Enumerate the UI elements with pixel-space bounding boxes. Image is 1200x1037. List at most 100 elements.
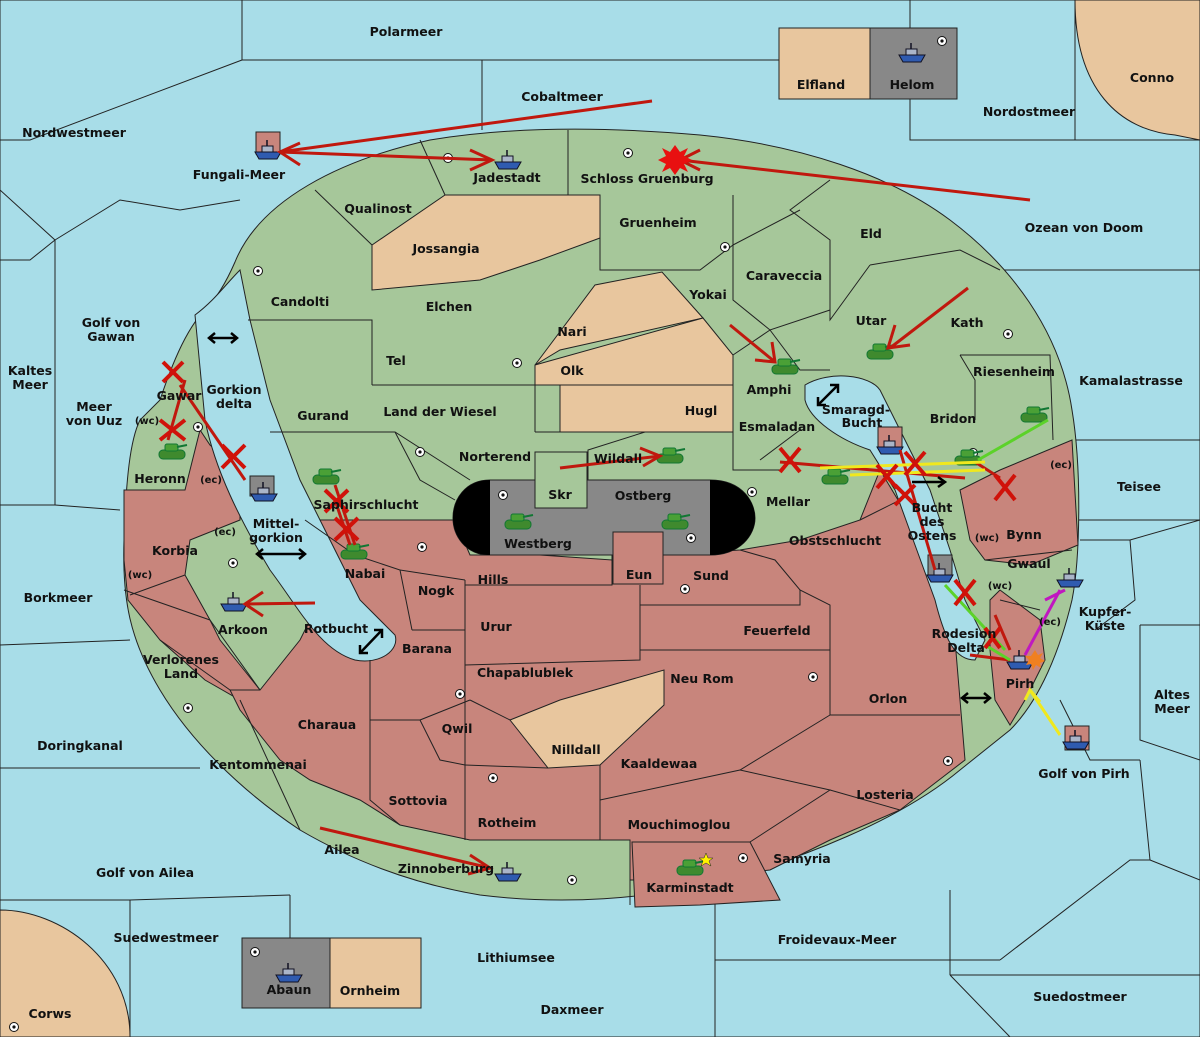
- sea-label-golf-pirh: Golf von Pirh: [1038, 766, 1129, 781]
- mountain-east-cap: [710, 480, 755, 555]
- sea-label-ozean: Ozean von Doom: [1025, 220, 1144, 235]
- territory-eun[interactable]: [612, 531, 664, 585]
- label-obstschlucht: Obstschlucht: [789, 533, 881, 548]
- label-neu-rom: Neu Rom: [670, 671, 733, 686]
- label-nabai: Nabai: [345, 566, 386, 581]
- burst-small-icon: [1025, 650, 1045, 670]
- sea-label-nordwestmeer: Nordwestmeer: [22, 125, 127, 140]
- sea-label-lithiumsee: Lithiumsee: [477, 950, 555, 965]
- label-jossangia: Jossangia: [411, 241, 479, 256]
- label-zinnoberburg: Zinnoberburg: [398, 861, 494, 876]
- sea-mittelgorkion[interactable]: [194, 268, 397, 662]
- label-wildall: Wildall: [594, 451, 642, 466]
- label-karminstadt: Karminstadt: [646, 880, 733, 895]
- sea-labels: Polarmeer Cobaltmeer Nordwestmeer Nordos…: [8, 24, 1191, 1021]
- sea-label-borkmeer: Borkmeer: [24, 590, 94, 605]
- sea-label-teisee: Teisee: [1117, 479, 1161, 494]
- label-kentommenai: Kentommenai: [209, 757, 307, 772]
- sea-label-froidevaux: Froidevaux-Meer: [778, 932, 897, 947]
- label-rotheim: Rotheim: [478, 815, 537, 830]
- label-mellar: Mellar: [766, 494, 811, 509]
- coast-tag: (ec): [1050, 460, 1072, 471]
- sea-label-suedwestmeer: Suedwestmeer: [114, 930, 220, 945]
- label-helom: Helom: [890, 77, 935, 92]
- region-west-red: [123, 428, 261, 701]
- territory-hugl[interactable]: [559, 384, 734, 433]
- label-losteria: Losteria: [856, 787, 913, 802]
- label-eld: Eld: [860, 226, 882, 241]
- sea-label-suedostmeer: Suedostmeer: [1033, 989, 1127, 1004]
- label-bynn: Bynn: [1006, 527, 1041, 542]
- territory-nari[interactable]: [534, 271, 704, 366]
- sea-smaragd-bucht[interactable]: [804, 375, 986, 661]
- label-nari: Nari: [557, 324, 586, 339]
- label-gruenheim: Gruenheim: [619, 215, 696, 230]
- coast-tag: (wc): [975, 533, 999, 544]
- label-land-wiesel: Land der Wiesel: [383, 404, 496, 419]
- label-ornheim: Ornheim: [340, 983, 400, 998]
- island-corws: [0, 909, 131, 1037]
- star-icon: [698, 852, 714, 867]
- territory-jossangia[interactable]: [371, 194, 601, 291]
- sea-label-rotbucht: Rotbucht: [304, 621, 368, 636]
- coast-tag: (wc): [135, 416, 159, 427]
- label-amphi: Amphi: [747, 382, 792, 397]
- canal-arrows: [207, 332, 992, 704]
- label-utar: Utar: [856, 313, 888, 328]
- label-tel: Tel: [386, 353, 406, 368]
- island-conno: [1074, 0, 1200, 141]
- dislodge-burst-icon: [658, 145, 692, 175]
- coast-tag: (wc): [128, 570, 152, 581]
- label-hills: Hills: [478, 572, 509, 587]
- label-gwaul: Gwaul: [1007, 556, 1050, 571]
- label-norterend: Norterend: [459, 449, 531, 464]
- sea-label-doringkanal: Doringkanal: [37, 738, 123, 753]
- label-ailea: Ailea: [324, 842, 359, 857]
- territory-skr[interactable]: [534, 451, 588, 509]
- territory-elfland[interactable]: [778, 27, 871, 100]
- label-qualinost: Qualinost: [344, 201, 411, 216]
- label-hugl: Hugl: [685, 403, 718, 418]
- label-korbia: Korbia: [152, 543, 198, 558]
- label-ostberg: Ostberg: [615, 488, 672, 503]
- label-kath: Kath: [951, 315, 984, 330]
- label-qwil: Qwil: [442, 721, 473, 736]
- sea-label-smaragd: Smaragd-Bucht: [822, 402, 890, 430]
- sea-label-mittelgorkion: Mittel-gorkion: [249, 516, 303, 545]
- territory-ornheim[interactable]: [329, 937, 422, 1009]
- region-east-red: [959, 439, 1079, 566]
- sea-label-golf-ailea: Golf von Ailea: [96, 865, 194, 880]
- sea-label-fungali: Fungali-Meer: [193, 167, 286, 182]
- sea-label-corws: Corws: [29, 1006, 72, 1021]
- coast-tag: (ec): [214, 527, 236, 538]
- label-abaun: Abaun: [267, 982, 312, 997]
- label-sund: Sund: [693, 568, 729, 583]
- label-esmaladan: Esmaladan: [739, 419, 815, 434]
- sea-label-kupfer: Kupfer-Küste: [1079, 604, 1132, 633]
- sea-label-nordostmeer: Nordostmeer: [983, 104, 1076, 119]
- mountain-west-cap: [453, 480, 490, 555]
- label-feuerfeld: Feuerfeld: [743, 623, 810, 638]
- sea-label-polarmeer: Polarmeer: [370, 24, 444, 39]
- label-jadestadt: Jadestadt: [472, 170, 540, 185]
- label-caraveccia: Caraveccia: [746, 268, 822, 283]
- label-skr: Skr: [548, 487, 572, 502]
- label-arkoon: Arkoon: [218, 622, 268, 637]
- label-charaua: Charaua: [298, 717, 356, 732]
- label-elchen: Elchen: [426, 299, 473, 314]
- coast-tag: (ec): [1039, 617, 1061, 628]
- label-sottovia: Sottovia: [389, 793, 448, 808]
- coast-tag: (ec): [200, 475, 222, 486]
- label-barana: Barana: [402, 641, 452, 656]
- sea-label-conno: Conno: [1130, 70, 1175, 85]
